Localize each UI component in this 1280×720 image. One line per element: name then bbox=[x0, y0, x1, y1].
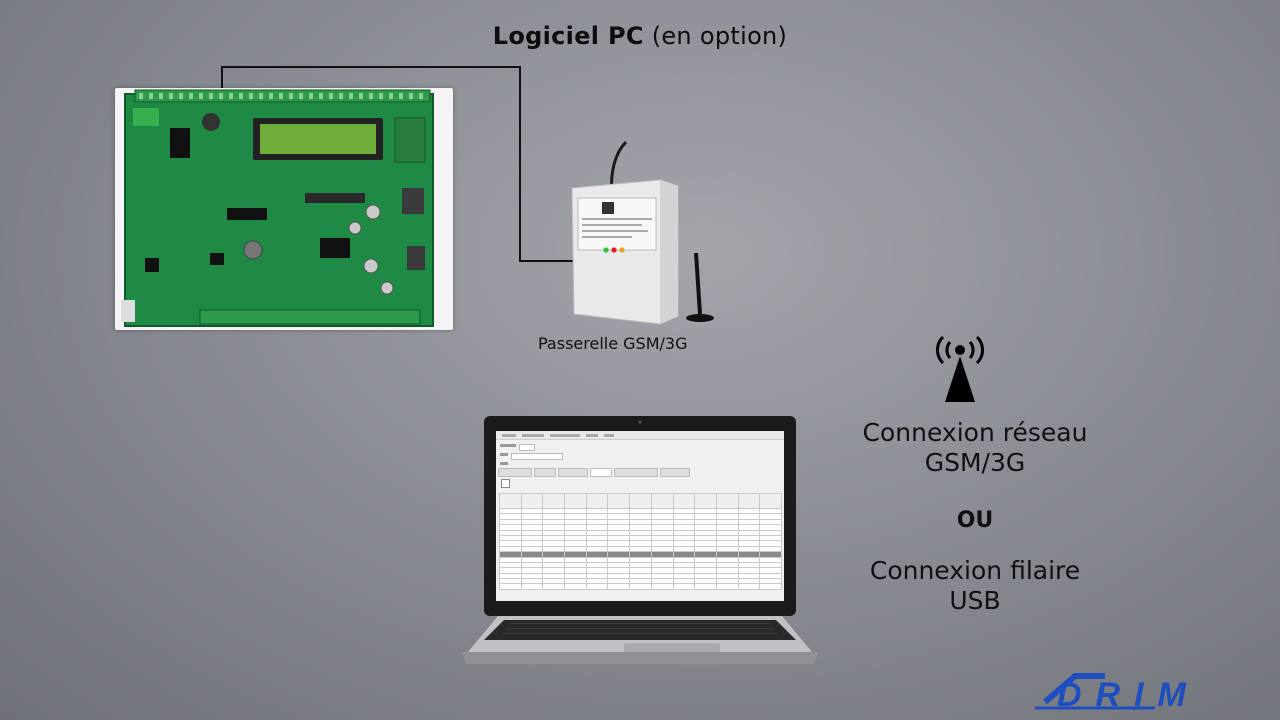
software-tab bbox=[498, 468, 532, 477]
table-row bbox=[499, 556, 782, 563]
software-menubar bbox=[496, 431, 784, 440]
diagram-title: Logiciel PC (en option) bbox=[0, 22, 1280, 50]
antenna-icon bbox=[933, 334, 987, 404]
table-row bbox=[499, 524, 782, 531]
software-tabs bbox=[498, 468, 690, 477]
software-menu-dot bbox=[586, 433, 598, 437]
software-tab bbox=[614, 468, 658, 477]
or-label: OU bbox=[956, 508, 994, 533]
table-header-row bbox=[499, 493, 782, 509]
gsm-gateway-label: Passerelle GSM/3G bbox=[538, 334, 688, 353]
network-connection-line2: GSM/3G bbox=[924, 448, 1026, 477]
software-menu-dot bbox=[502, 433, 516, 437]
wired-connection-line2: USB bbox=[949, 586, 1001, 615]
table-row bbox=[499, 578, 782, 585]
gsm-gateway-device bbox=[560, 138, 730, 328]
logo-text: DRIM bbox=[1057, 676, 1200, 712]
drim-logo: DRIM bbox=[1035, 672, 1265, 714]
software-tab bbox=[534, 468, 556, 477]
table-row bbox=[499, 513, 782, 520]
table-row bbox=[499, 583, 782, 590]
gsm-gateway-illustration bbox=[571, 140, 714, 325]
title-rest: (en option) bbox=[651, 22, 788, 50]
control-board-illustration bbox=[121, 89, 434, 327]
control-board bbox=[115, 88, 453, 330]
software-form bbox=[500, 444, 563, 465]
software-form-row bbox=[500, 462, 563, 465]
software-tab bbox=[660, 468, 690, 477]
table-row bbox=[499, 572, 782, 580]
software-screen bbox=[496, 431, 784, 601]
software-menu-dot bbox=[522, 433, 544, 437]
network-connection-line1: Connexion réseau bbox=[862, 418, 1088, 447]
wire-horizontal-gsm bbox=[519, 260, 575, 262]
wire-vertical-left bbox=[221, 66, 223, 100]
table-row bbox=[499, 567, 782, 574]
wire-horizontal-top bbox=[221, 66, 521, 68]
software-tab-active bbox=[590, 468, 612, 477]
network-connection-label: Connexion réseau GSM/3G bbox=[840, 418, 1110, 478]
software-tab bbox=[558, 468, 588, 477]
software-form-row bbox=[500, 444, 563, 451]
title-strong: Logiciel PC bbox=[492, 22, 644, 50]
wired-connection-label: Connexion filaire USB bbox=[840, 556, 1110, 616]
software-user-table bbox=[499, 493, 782, 590]
software-refresh-icon bbox=[501, 479, 510, 488]
software-menu-dot bbox=[604, 433, 614, 437]
wired-connection-line1: Connexion filaire bbox=[869, 556, 1081, 585]
software-form-row bbox=[500, 453, 563, 460]
software-menu-dot bbox=[550, 433, 580, 437]
wire-vertical-right bbox=[519, 66, 521, 262]
